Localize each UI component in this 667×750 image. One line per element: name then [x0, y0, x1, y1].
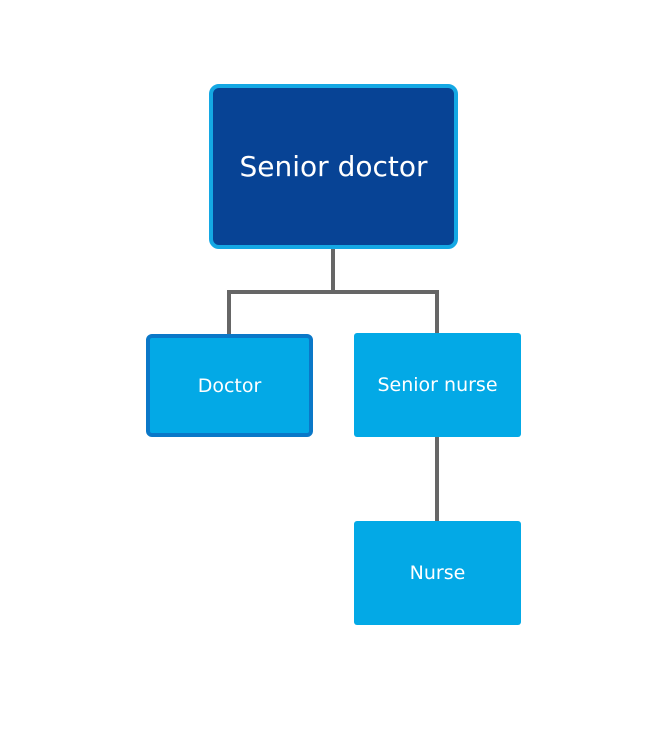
node-label-senior-nurse: Senior nurse — [377, 374, 498, 396]
node-label-senior-doctor: Senior doctor — [239, 150, 428, 183]
node-label-doctor: Doctor — [197, 374, 262, 397]
node-doctor: Doctor — [146, 334, 313, 437]
node-label-nurse: Nurse — [409, 562, 466, 584]
node-nurse: Nurse — [354, 521, 521, 625]
node-senior-nurse: Senior nurse — [354, 333, 521, 437]
node-senior-doctor: Senior doctor — [209, 84, 458, 249]
